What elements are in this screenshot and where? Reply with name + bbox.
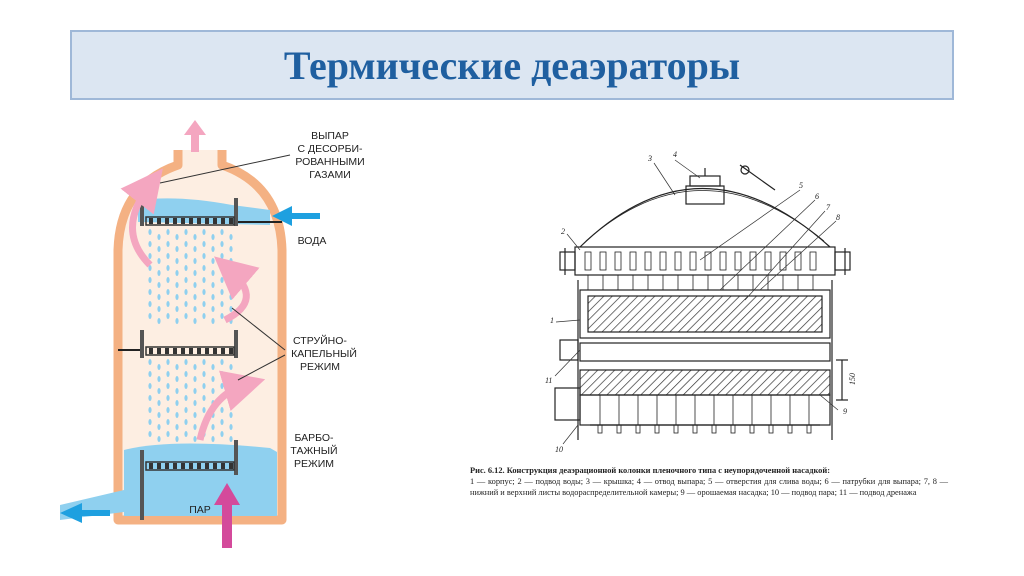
vapor-flow-arrow-left <box>120 168 163 268</box>
label-bubble-2: ТАЖНЫЙ <box>290 444 337 457</box>
caption-body: 1 — корпус; 2 — подвод воды; 3 — крышка;… <box>470 477 948 497</box>
label-water: ВОДА <box>298 235 327 247</box>
vent-outlet <box>689 175 721 187</box>
callout-11: 11 <box>545 376 552 385</box>
label-jet-1: СТРУЙНО- <box>293 334 347 347</box>
callout-10: 10 <box>555 445 563 454</box>
dome-cover <box>579 187 831 248</box>
label-vapor-1: ВЫПАР <box>311 130 349 142</box>
packing-bed <box>579 289 831 339</box>
vapor-exit-arrow <box>184 120 206 152</box>
water-outlet-arrow <box>60 503 110 523</box>
tray-middle <box>118 330 238 358</box>
label-vapor-2: С ДЕСОРБИ- <box>297 143 363 155</box>
title-banner: Термические деаэраторы <box>70 30 954 100</box>
vapor-flow-arrow-low <box>196 370 266 441</box>
label-bubble-1: БАРБО- <box>294 432 334 444</box>
label-steam: ПАР <box>189 504 211 516</box>
page-title: Термические деаэраторы <box>283 42 741 88</box>
packing-hatch <box>587 295 823 333</box>
caption-heading: Рис. 6.12. Конструкция деаэрационной кол… <box>470 466 830 475</box>
label-vapor-3: РОВАННЫМИ <box>295 156 364 168</box>
figure-caption: Рис. 6.12. Конструкция деаэрационной кол… <box>470 465 948 498</box>
callout-9: 9 <box>843 407 847 416</box>
label-vapor-4: ГАЗАМИ <box>309 169 351 181</box>
steam-inlet <box>554 387 581 421</box>
callout-7: 7 <box>826 203 831 212</box>
callout-5: 5 <box>799 181 803 190</box>
steam-chamber <box>579 394 831 426</box>
callout-2: 2 <box>561 227 565 236</box>
callout-3: 3 <box>647 154 652 163</box>
label-jet-2: КАПЕЛЬНЫЙ <box>291 347 357 360</box>
water-inlet-arrow <box>272 206 320 226</box>
lower-packing <box>579 369 831 396</box>
tray-bottom <box>140 440 238 520</box>
middle-chamber <box>579 342 831 362</box>
dimension-label: 150 <box>848 373 857 385</box>
steam-inlet-arrow <box>214 483 240 548</box>
callout-4: 4 <box>673 150 677 159</box>
callout-6: 6 <box>815 192 819 201</box>
label-jet-3: РЕЖИМ <box>300 361 340 373</box>
label-bubble-3: РЕЖИМ <box>294 458 334 470</box>
callout-1: 1 <box>550 316 554 325</box>
vapor-flow-arrow-mid <box>214 256 260 324</box>
callout-8: 8 <box>836 213 840 222</box>
